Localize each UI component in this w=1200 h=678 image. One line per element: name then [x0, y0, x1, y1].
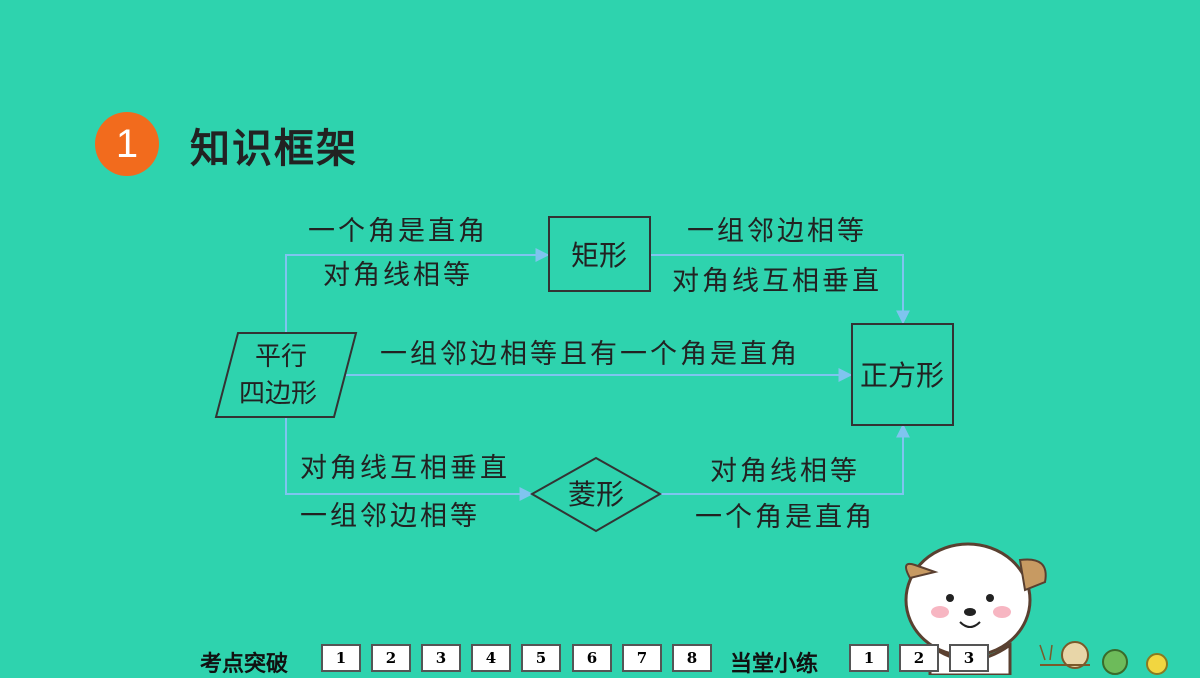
nav-page-button[interactable]: 6: [572, 644, 612, 672]
bottom-navigation: 考点突破 1 2 3 4 5 6 7 8 当堂小练 1 2 3: [0, 640, 1000, 677]
square-label: 正方形: [860, 359, 944, 392]
node-square: 正方形: [851, 323, 954, 426]
node-rectangle: 矩形: [548, 216, 651, 292]
node-parallelogram: 平行 四边形: [214, 332, 358, 418]
node-rhombus: 菱形: [529, 456, 663, 533]
nav-page-button[interactable]: 3: [949, 644, 989, 672]
edge-condition-text: 一组邻边相等且有一个角是直角: [380, 339, 800, 370]
rhombus-label: 菱形: [568, 478, 624, 511]
edge-rhombus-to-square: [660, 423, 910, 495]
edge-to-rhombus: [285, 417, 534, 501]
nav-page-button[interactable]: 2: [899, 644, 939, 672]
section-title: 知识框架: [190, 126, 358, 172]
nav-page-button[interactable]: 8: [672, 644, 712, 672]
edge-condition-text: 一组邻边相等: [300, 501, 480, 532]
edge-condition-text: 对角线相等: [710, 456, 860, 487]
edge-condition-text: 一个角是直角: [695, 502, 875, 533]
nav-section-label: 当堂小练: [730, 651, 819, 677]
edge-condition-text: 对角线互相垂直: [672, 266, 882, 297]
snail-illustration: [1039, 641, 1090, 669]
edge-condition-text: 一组邻边相等: [687, 216, 867, 247]
section-number-badge: 1: [95, 112, 159, 176]
edge-condition-text: 对角线互相垂直: [300, 453, 510, 484]
connector-lines: [285, 248, 910, 501]
parallelogram-label-line1: 平行: [255, 342, 307, 372]
edge-to-rectangle: [285, 248, 550, 333]
nav-page-button[interactable]: 7: [622, 644, 662, 672]
ball-decoration: [1102, 649, 1168, 675]
nav-page-button[interactable]: 3: [421, 644, 461, 672]
edge-rectangle-to-square: [650, 254, 910, 325]
nav-page-button[interactable]: 2: [371, 644, 411, 672]
edge-condition-text: 一个角是直角: [308, 216, 488, 247]
nav-page-button[interactable]: 5: [521, 644, 561, 672]
rectangle-label: 矩形: [571, 239, 627, 272]
nav-page-button[interactable]: 1: [849, 644, 889, 672]
nav-section-label: 考点突破: [200, 651, 289, 677]
parallelogram-label-line2: 四边形: [239, 379, 317, 409]
nav-page-button[interactable]: 1: [321, 644, 361, 672]
edge-condition-text: 对角线相等: [323, 260, 473, 291]
nav-page-button[interactable]: 4: [471, 644, 511, 672]
